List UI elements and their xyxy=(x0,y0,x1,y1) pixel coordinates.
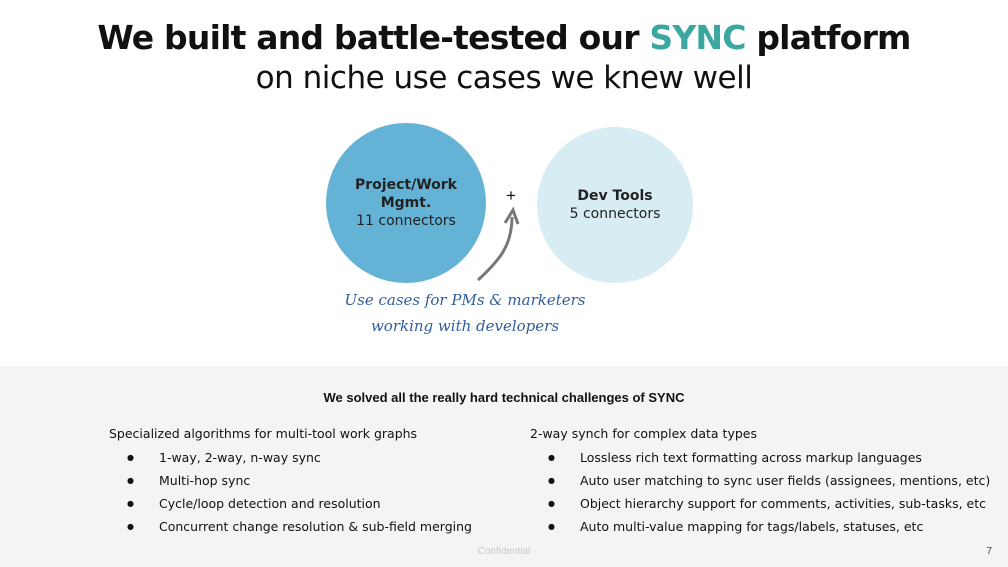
circle-title: Project/Work Mgmt. xyxy=(355,177,457,211)
left-column: Specialized algorithms for multi-tool wo… xyxy=(109,426,472,542)
list-item: Cycle/loop detection and resolution xyxy=(109,496,472,511)
column-heading: 2-way synch for complex data types xyxy=(530,426,757,441)
plus-sign: + xyxy=(506,186,516,205)
right-column: 2-way synch for complex data types Lossl… xyxy=(530,426,990,542)
circle-sub: 11 connectors xyxy=(356,213,456,229)
column-heading: Specialized algorithms for multi-tool wo… xyxy=(109,426,418,441)
panel-heading: We solved all the really hard technical … xyxy=(323,390,685,405)
curved-arrow-icon xyxy=(476,206,520,282)
note-line: Use cases for PMs & marketers xyxy=(344,291,586,309)
annotation-note: Use cases for PMs & marketers working wi… xyxy=(340,287,590,339)
circle-title: Dev Tools xyxy=(577,188,653,204)
circle-dev-tools: Dev Tools 5 connectors xyxy=(537,127,693,283)
challenges-panel: We solved all the really hard technical … xyxy=(0,366,1008,567)
list-item: Concurrent change resolution & sub-field… xyxy=(109,519,472,534)
confidential-label: Confidential xyxy=(477,546,531,557)
list-item: Auto multi-value mapping for tags/labels… xyxy=(530,519,990,534)
list-item: 1-way, 2-way, n-way sync xyxy=(109,450,472,465)
title-accent: SYNC xyxy=(649,18,746,57)
circle-project-work: Project/Work Mgmt. 11 connectors xyxy=(326,123,486,283)
list-item: Multi-hop sync xyxy=(109,473,472,488)
list-item: Object hierarchy support for comments, a… xyxy=(530,496,990,511)
title-text: We built and battle-tested our xyxy=(97,18,650,57)
slide-title: We built and battle-tested our SYNC plat… xyxy=(0,18,1008,57)
page-number: 7 xyxy=(986,546,992,557)
slide-subtitle: on niche use cases we knew well xyxy=(255,60,753,96)
title-text-end: platform xyxy=(745,18,911,57)
circle-sub: 5 connectors xyxy=(569,206,661,222)
list-item: Auto user matching to sync user fields (… xyxy=(530,473,990,488)
list-item: Lossless rich text formatting across mar… xyxy=(530,450,990,465)
note-line: working with developers xyxy=(370,317,560,335)
